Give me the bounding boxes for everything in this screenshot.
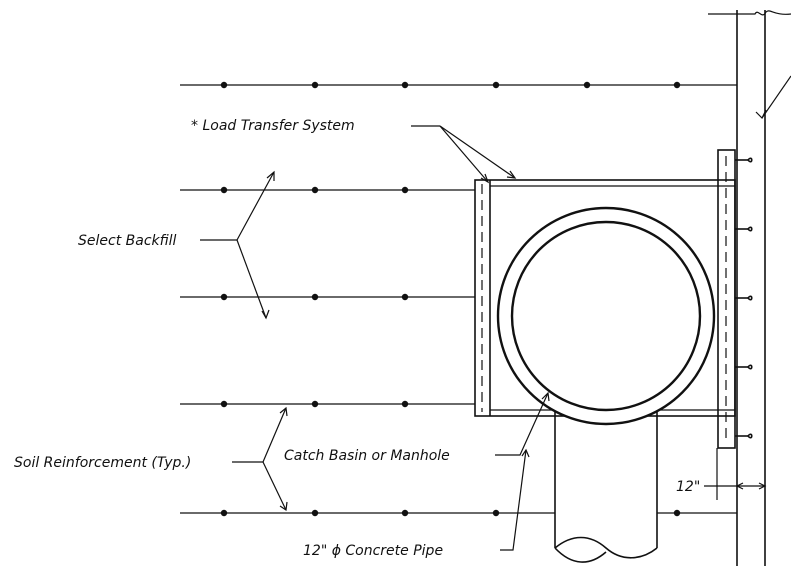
arrow-head	[506, 170, 517, 179]
load-transfer-label: * Load Transfer System	[191, 118, 355, 134]
concrete-pipe-label: 12" ϕ Concrete Pipe	[303, 543, 443, 559]
reinforcement-dot	[220, 293, 228, 301]
concrete-pipe-leader	[500, 449, 527, 551]
wall-connector	[735, 364, 753, 370]
reinforcement-dot	[220, 186, 228, 194]
arrow-head	[735, 482, 744, 490]
soil-reinforcement-arrow-up	[262, 407, 287, 463]
wall-leader-arrow	[755, 109, 767, 120]
catch-basin-callout: Catch Basin or Manhole	[284, 391, 550, 464]
reinforcement-dot	[311, 400, 319, 408]
reinforcement-dot	[583, 81, 591, 89]
soil-reinforcement-arrow-down	[262, 461, 287, 511]
reinforcement-dot	[673, 81, 681, 89]
reinforcement-dot	[311, 186, 319, 194]
reinforcement-dot	[311, 81, 319, 89]
arrow-head	[261, 309, 270, 320]
reinforcement-dot	[401, 509, 409, 517]
pipe-break-bottom	[554, 547, 607, 563]
arrow-head	[758, 482, 767, 490]
anchor-plate	[717, 149, 736, 449]
reinforcement-dot	[492, 81, 500, 89]
reinforcement-dot	[401, 186, 409, 194]
wall-anchor-plate	[717, 149, 753, 449]
soil-reinforcement-lines	[180, 81, 737, 517]
arrow-head	[480, 173, 490, 184]
arrow-head	[279, 406, 288, 417]
arrow-head	[266, 170, 275, 181]
arrow-head	[279, 501, 288, 512]
wall-leader-line	[761, 75, 791, 119]
wall-connector	[735, 157, 753, 163]
select-backfill-arrow-up	[236, 171, 275, 241]
wall-panel	[708, 10, 791, 566]
select-backfill-label: Select Backfill	[78, 233, 177, 249]
catch-basin-label: Catch Basin or Manhole	[284, 448, 450, 464]
pipe-break-top	[554, 536, 658, 559]
manhole-inner-ring	[510, 220, 702, 412]
reinforcement-dot	[492, 509, 500, 517]
reinforcement-dot	[401, 400, 409, 408]
manhole-rings	[496, 206, 716, 426]
reinforcement-dot	[673, 509, 681, 517]
wall-connector	[735, 295, 753, 301]
concrete-pipe-callout: 12" ϕ Concrete Pipe	[303, 448, 530, 559]
select-backfill-callout: Select Backfill	[78, 170, 275, 320]
arrow-head	[541, 391, 550, 402]
select-backfill-arrow-down	[236, 239, 267, 319]
wall-connector	[735, 433, 753, 439]
reinforcement-dot	[220, 81, 228, 89]
reinforcement-dot	[311, 509, 319, 517]
catch-basin-leader	[495, 392, 549, 456]
load-transfer-arrow-1	[439, 125, 489, 183]
load-transfer-arrow-2	[439, 125, 516, 179]
soil-reinforcement-callout: Soil Reinforcement (Typ.)	[14, 406, 288, 512]
arrow-head	[521, 448, 530, 458]
load-transfer-callout: * Load Transfer System	[191, 118, 517, 184]
reinforcement-dot	[311, 293, 319, 301]
soil-reinforcement-label: Soil Reinforcement (Typ.)	[14, 455, 191, 471]
reinforcement-dot	[220, 400, 228, 408]
reinforcement-dot	[401, 81, 409, 89]
clearance-label: 12"	[676, 479, 700, 495]
wall-connector	[735, 226, 753, 232]
reinforcement-dot	[220, 509, 228, 517]
clearance-dimension: 12"	[676, 448, 767, 500]
break-line-top	[708, 10, 791, 16]
reinforcement-dot	[401, 293, 409, 301]
